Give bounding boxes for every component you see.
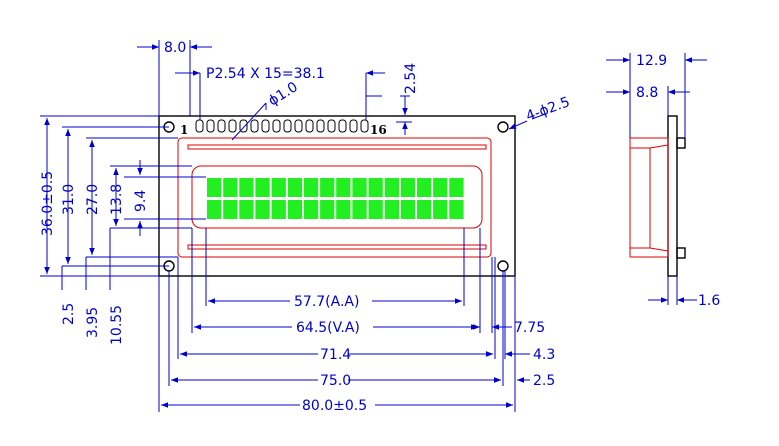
lcd-char-cell: [255, 178, 270, 197]
pin-pad: [349, 119, 358, 133]
dim-width-75: 75.0: [320, 373, 351, 389]
mount-hole-bottom-right: [497, 260, 509, 272]
lcd-char-cell: [303, 178, 319, 197]
pin-pad: [338, 119, 347, 133]
pin-pad: [272, 119, 281, 133]
dim-right-2-5: 2.5: [533, 373, 555, 389]
pin-pad: [327, 119, 336, 133]
lcd-char-cell: [239, 178, 254, 197]
pin-16-label: 16: [370, 123, 387, 137]
lcd-char-cell: [255, 200, 270, 219]
side-bezel: [629, 137, 669, 258]
pin-pad: [360, 119, 369, 133]
lcd-char-cell: [271, 200, 286, 219]
pin-pad: [305, 119, 314, 133]
pin-pad: [261, 119, 270, 133]
dim-right-4-3: 4.3: [533, 347, 555, 363]
pin-pad: [283, 119, 292, 133]
dim-pin-pitch: P2.54 X 15=38.1: [206, 66, 325, 82]
dim-height-9-4: 9.4: [133, 190, 149, 212]
lcd-char-cell: [223, 178, 238, 197]
pin-pad: [316, 119, 325, 133]
lcd-char-cell: [303, 200, 319, 219]
dim-right-7-75: 7.75: [514, 320, 545, 336]
dim-pin-offset: 8.0: [164, 40, 186, 56]
lcd-char-cell: [449, 200, 464, 219]
lcd-char-cell: [287, 200, 303, 219]
lcd-char-cell: [384, 178, 399, 197]
pin-1-label: 1: [180, 123, 188, 137]
lcd-char-cell: [417, 178, 432, 197]
lcd-character-grid: [207, 178, 464, 219]
bottom-dimensions: 57.7(A.A) 64.5(V.A) 71.4 75.0 80.0±0.5 7…: [158, 228, 555, 414]
dim-bottom-2-5: 2.5: [61, 303, 77, 325]
lcd-char-cell: [400, 200, 416, 219]
pin-pad: [250, 119, 259, 133]
lcd-char-cell: [271, 178, 286, 197]
left-dimensions: 36.0±0.5 31.0 27.0 13.8 9.4 2.5 3.95 10.…: [40, 115, 206, 345]
lcd-char-cell: [239, 200, 254, 219]
dim-width-71-4: 71.4: [320, 347, 351, 363]
dim-height-13-8: 13.8: [109, 184, 125, 215]
dim-viewing-area: 64.5(V.A): [296, 320, 360, 336]
bezel: [177, 137, 492, 258]
dim-depth-total: 12.9: [636, 53, 667, 69]
pin-pad: [206, 119, 215, 133]
lcd-char-cell: [320, 200, 335, 219]
side-pcb: [667, 115, 678, 277]
lcd-char-cell: [368, 200, 383, 219]
lcd-char-cell: [417, 200, 432, 219]
dim-width-80: 80.0±0.5: [302, 398, 367, 414]
pin-pad: [217, 119, 226, 133]
lcd-char-cell: [287, 178, 303, 197]
dim-bottom-3-95: 3.95: [85, 307, 101, 338]
pin-pad: [228, 119, 237, 133]
side-view: 12.9 8.8 1.6: [606, 53, 720, 309]
lcd-char-cell: [320, 178, 335, 197]
pin-pad: [294, 119, 303, 133]
front-view: 1 16: [158, 115, 516, 277]
lcd-char-cell: [400, 178, 416, 197]
lcd-char-cell: [433, 178, 448, 197]
side-pin-bottom: [676, 247, 686, 259]
lcd-char-cell: [336, 200, 351, 219]
lcd-char-cell: [207, 200, 222, 219]
pin-pad: [195, 119, 204, 133]
dim-pin-hole: ϕ1.0: [266, 79, 301, 109]
lcd-char-cell: [433, 200, 448, 219]
dim-height-total: 36.0±0.5: [40, 171, 56, 236]
lcd-char-cell: [223, 200, 238, 219]
dim-depth-body: 8.8: [636, 85, 658, 101]
mount-hole-top-right: [497, 121, 509, 133]
lcd-char-cell: [207, 178, 222, 197]
lcd-char-cell: [449, 178, 464, 197]
lcd-char-cell: [384, 200, 399, 219]
lcd-char-cell: [352, 200, 367, 219]
lcd-char-cell: [336, 178, 351, 197]
pin-header: [195, 119, 369, 133]
dim-height-27: 27.0: [85, 184, 101, 215]
pcb-outline: [158, 115, 516, 277]
lcd-char-cell: [368, 178, 383, 197]
dim-height-31: 31.0: [61, 184, 77, 215]
side-pin-top: [676, 137, 686, 149]
dim-pcb-thickness: 1.6: [698, 293, 720, 309]
dim-bottom-10-55: 10.55: [109, 305, 125, 345]
dim-pin-spacing: 2.54: [403, 63, 419, 94]
dim-active-area: 57.7(A.A): [294, 294, 359, 310]
dim-mount-holes: 4-ϕ2.5: [524, 94, 572, 125]
lcd-char-cell: [352, 178, 367, 197]
